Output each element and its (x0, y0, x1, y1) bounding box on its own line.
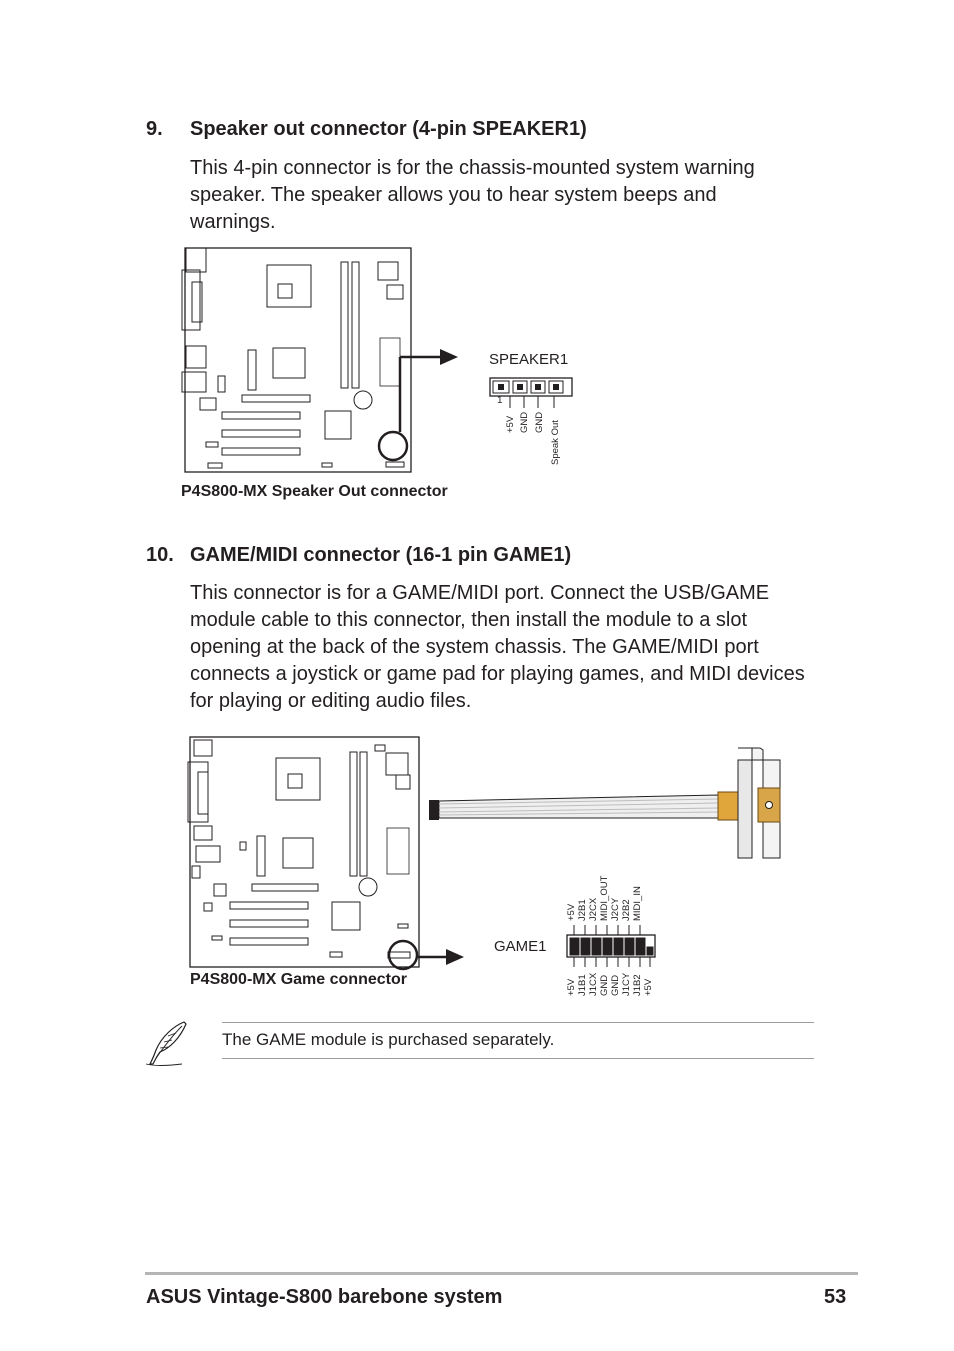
pin-label: MIDI_OUT (599, 875, 610, 921)
slot-bracket (737, 747, 781, 859)
pin-label: +5V (566, 978, 577, 996)
section-10-heading: GAME/MIDI connector (16-1 pin GAME1) (190, 544, 572, 566)
game-figure-caption: P4S800-MX Game connector (190, 971, 407, 988)
note-top-rule (222, 1022, 814, 1023)
pin-label: +5V (566, 903, 577, 921)
pin-label: J1CX (588, 972, 599, 996)
game-module-cable (429, 791, 747, 821)
paragraph-line: for playing or editing audio files. (190, 690, 472, 712)
speaker1-label: SPEAKER1 (489, 351, 569, 368)
paragraph-line: warnings. (190, 211, 276, 233)
pin-label: J1B2 (632, 974, 643, 996)
pin-label: GND (610, 974, 621, 996)
note-bottom-rule (222, 1058, 814, 1059)
note-text: The GAME module is purchased separately. (222, 1030, 555, 1049)
pin-label: +5V (643, 978, 654, 996)
section-10-paragraph: This connector is for a GAME/MIDI port. … (190, 580, 805, 715)
section-9-heading: Speaker out connector (4-pin SPEAKER1) (190, 118, 587, 140)
pin-label: J1CY (621, 972, 632, 996)
paragraph-line: speaker. The speaker allows you to hear … (190, 184, 717, 206)
paragraph-line: opening at the back of the system chassi… (190, 636, 759, 658)
paragraph-line: This connector is for a GAME/MIDI port. … (190, 582, 770, 604)
footer-title: ASUS Vintage-S800 barebone system (146, 1286, 503, 1308)
pin1-marker: 1 (497, 395, 503, 406)
speaker-figure-caption: P4S800-MX Speaker Out connector (181, 483, 448, 500)
arrow-icon (440, 349, 458, 365)
pin-label: MIDI_IN (632, 886, 643, 921)
section-10-number: 10. (146, 544, 174, 566)
pin-label: J1B1 (577, 974, 588, 996)
paragraph-line: This 4-pin connector is for the chassis-… (190, 157, 755, 179)
pin-label: J2CX (588, 897, 599, 921)
pin-label: J2B2 (621, 899, 632, 921)
pin-label: J2CY (610, 897, 621, 921)
pin-label: GND (599, 974, 610, 996)
section-9-paragraph: This 4-pin connector is for the chassis-… (190, 155, 755, 236)
feather-pen-icon (145, 1021, 187, 1066)
motherboard-layout-1 (181, 247, 440, 473)
paragraph-line: module cable to this connector, then ins… (190, 609, 748, 631)
pin-label: J2B1 (577, 899, 588, 921)
section-9-number: 9. (146, 118, 163, 140)
paragraph-line: connects a joystick or game pad for play… (190, 663, 805, 685)
game1-label: GAME1 (494, 938, 547, 955)
speaker1-connector (489, 377, 573, 408)
footer-rule (145, 1272, 858, 1275)
page-number: 53 (824, 1286, 847, 1308)
motherboard-layout-2 (187, 736, 448, 971)
game1-connector (566, 925, 656, 967)
arrow-icon (446, 949, 464, 965)
